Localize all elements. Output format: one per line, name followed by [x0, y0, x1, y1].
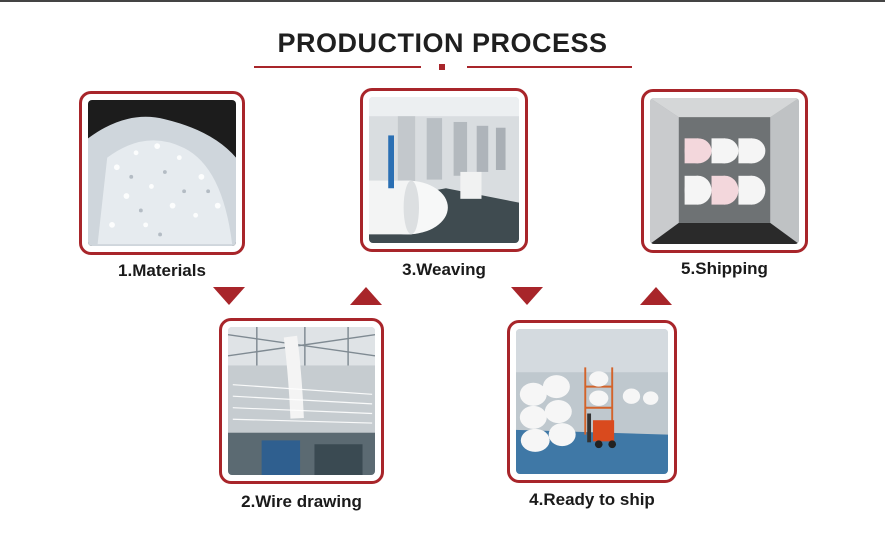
page-title: PRODUCTION PROCESS	[277, 28, 608, 58]
wire-drawing-machine-photo	[228, 327, 375, 475]
step-2-card	[219, 318, 384, 484]
step-5-label: 5.Shipping	[681, 259, 768, 278]
weaving-looms-photo	[369, 97, 519, 243]
plastic-granules-photo	[88, 100, 236, 246]
step-1-card	[79, 91, 245, 255]
title-underline-left	[254, 66, 421, 68]
arrow-up-icon	[350, 287, 382, 305]
arrow-up-icon	[640, 287, 672, 305]
title-underline-right	[467, 66, 632, 68]
top-divider	[0, 0, 885, 2]
step-4-label: 4.Ready to ship	[529, 490, 655, 509]
title-underline-dot	[439, 64, 445, 70]
step-1-label: 1.Materials	[118, 261, 206, 280]
step-4-card	[507, 320, 677, 483]
arrow-down-icon	[213, 287, 245, 305]
arrow-down-icon	[511, 287, 543, 305]
step-5-card	[641, 89, 808, 253]
step-3-label: 3.Weaving	[402, 260, 486, 279]
step-3-card	[360, 88, 528, 252]
step-2-label: 2.Wire drawing	[241, 492, 362, 511]
shipping-container-photo	[650, 98, 799, 244]
warehouse-forklift-photo	[516, 329, 668, 474]
